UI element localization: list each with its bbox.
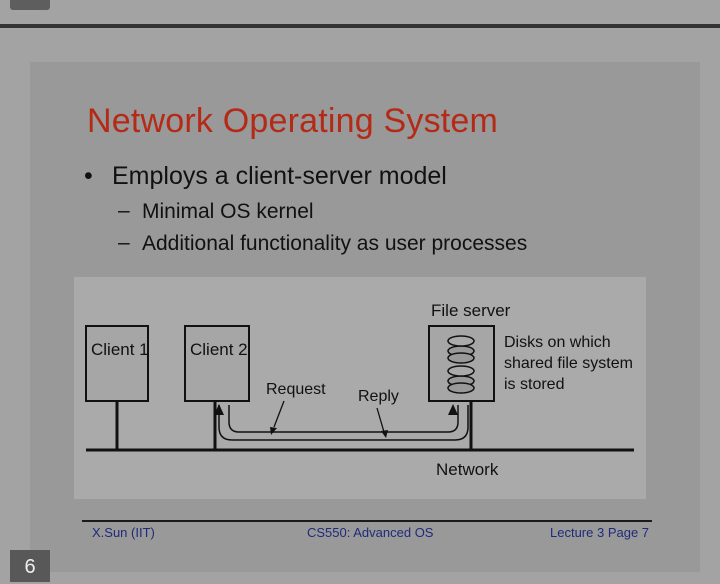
client1-box: [85, 325, 149, 402]
sub-bullet-item: – Minimal OS kernel: [118, 199, 314, 224]
disks-note-line: is stored: [504, 376, 564, 393]
sub-bullet-text: Minimal OS kernel: [142, 200, 314, 223]
bullet-item: • Employs a client-server model: [84, 162, 447, 191]
footer-rule: [82, 520, 652, 522]
disk-stack-icon: [447, 365, 475, 394]
arrowhead-up-icon: [448, 404, 458, 415]
sub-bullet-item: – Additional functionality as user proce…: [118, 231, 528, 256]
dash-icon: –: [118, 199, 130, 222]
client2-box: [184, 325, 250, 402]
client2-label: Client 2: [190, 340, 248, 359]
message-path-outer: [218, 405, 469, 441]
slide: Network Operating System • Employs a cli…: [30, 62, 700, 572]
disk-stack-icon: [447, 335, 475, 364]
arrowhead-down-icon: [381, 430, 388, 438]
bullet-text: Employs a client-server model: [112, 162, 447, 190]
footer-course: CS550: Advanced OS: [307, 525, 434, 540]
disks-note-line: shared file system: [504, 355, 633, 372]
slide-title: Network Operating System: [87, 102, 499, 140]
page-divider: [0, 24, 720, 28]
network-label: Network: [436, 460, 499, 479]
sub-bullet-text: Additional functionality as user process…: [142, 232, 528, 255]
message-path-inner: [228, 405, 459, 433]
client1-label: Client 1: [91, 340, 149, 359]
file-server-label: File server: [431, 301, 511, 320]
footer-page: Lecture 3 Page 7: [550, 525, 650, 540]
previous-page-tab[interactable]: [10, 0, 50, 10]
disks-note-line: Disks on which: [504, 334, 611, 351]
reply-pointer: [376, 407, 385, 433]
request-label: Request: [266, 381, 326, 398]
bullet-dot-icon: •: [84, 162, 93, 190]
diagram-background: [74, 277, 646, 499]
dash-icon: –: [118, 231, 130, 254]
footer-author: X.Sun (IIT): [92, 525, 155, 540]
page-number-badge[interactable]: 6: [10, 550, 50, 582]
arrowhead-down-icon: [270, 427, 277, 435]
network-diagram: Client 1 Client 2 File server Disks on w…: [74, 277, 646, 499]
arrowhead-up-icon: [214, 404, 224, 415]
request-pointer: [273, 400, 285, 428]
reply-label: Reply: [358, 388, 399, 405]
